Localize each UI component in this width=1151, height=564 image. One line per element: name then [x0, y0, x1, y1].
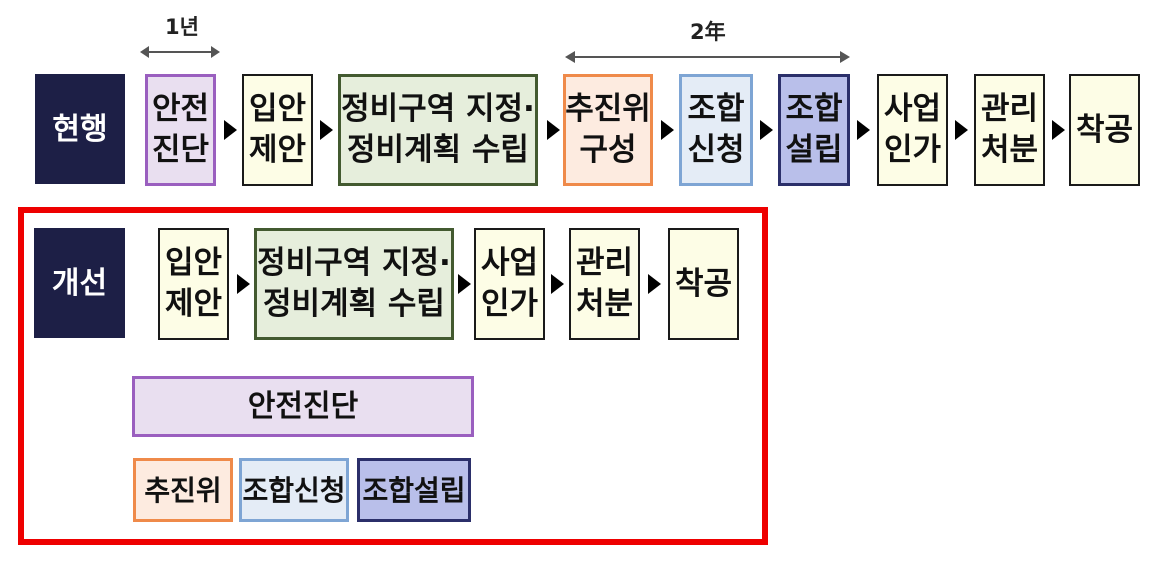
- flow-arrow: [551, 274, 564, 294]
- current-step-project-approval: 사업 인가: [877, 74, 948, 186]
- flow-arrow: [458, 274, 471, 294]
- current-step-proposal: 입안 제안: [242, 74, 313, 186]
- current-step-union-application: 조합 신청: [679, 74, 753, 186]
- flow-arrow: [661, 120, 674, 140]
- improved-step-zone-plan: 정비구역 지정· 정비계획 수립: [254, 228, 454, 340]
- improved-committee: 추진위: [133, 458, 233, 522]
- current-step-management-disposition: 관리 처분: [974, 74, 1045, 186]
- flow-arrow: [1052, 120, 1065, 140]
- improved-step-management-disposition: 관리 처분: [569, 228, 640, 340]
- improved-highlight-frame: [18, 207, 768, 545]
- flow-arrow: [547, 120, 560, 140]
- improved-union-application: 조합신청: [239, 458, 349, 522]
- span-1-arrow: [140, 46, 220, 58]
- improved-row-label: 개선: [34, 228, 125, 338]
- current-step-zone-plan: 정비구역 지정· 정비계획 수립: [338, 74, 538, 186]
- flow-arrow: [320, 120, 333, 140]
- flow-arrow: [237, 274, 250, 294]
- flow-arrow: [648, 274, 661, 294]
- current-step-construction-start: 착공: [1069, 74, 1140, 186]
- improved-safety-diagnosis-bar: 안전진단: [132, 376, 474, 437]
- current-row-label: 현행: [35, 74, 125, 184]
- improved-step-proposal: 입안 제안: [158, 228, 229, 340]
- flow-arrow: [760, 120, 773, 140]
- span-2-arrow: [565, 51, 850, 63]
- improved-step-construction-start: 착공: [668, 228, 739, 340]
- span-2-label: 2年: [690, 20, 726, 44]
- improved-step-project-approval: 사업 인가: [474, 228, 545, 340]
- flow-arrow: [955, 120, 968, 140]
- improved-union-establishment: 조합설립: [357, 458, 471, 522]
- current-step-safety-diagnosis: 안전 진단: [145, 74, 216, 186]
- flow-arrow: [224, 120, 237, 140]
- current-step-committee: 추진위 구성: [563, 74, 653, 186]
- span-1-label: 1년: [165, 15, 199, 39]
- flow-arrow: [857, 120, 870, 140]
- current-step-union-establishment: 조합 설립: [778, 74, 850, 186]
